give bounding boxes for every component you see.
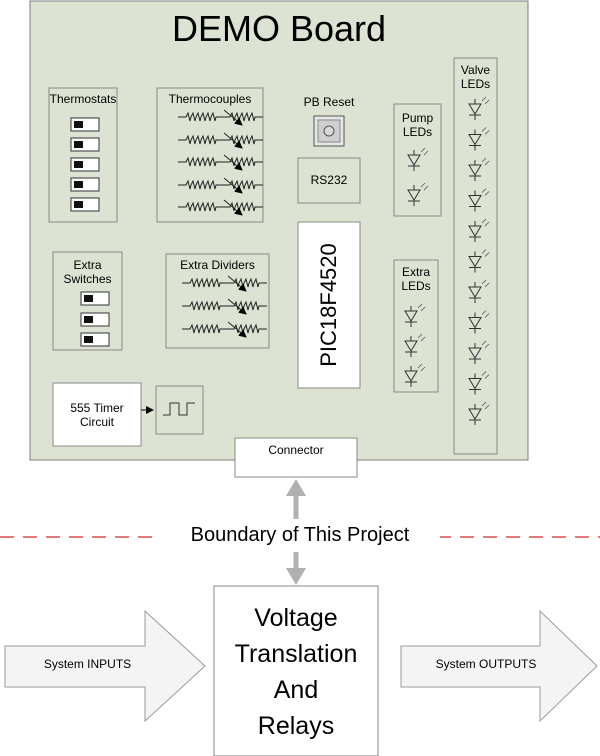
board-title: DEMO Board — [171, 8, 387, 49]
led-icon — [468, 340, 490, 364]
voltage-translation-box — [213, 585, 379, 756]
led-icon — [468, 401, 490, 425]
thermocouples-group — [156, 87, 264, 223]
thermostats-label: Thermostats — [49, 92, 117, 106]
thermostats-group — [48, 87, 118, 223]
dip-switch-icon — [70, 157, 100, 172]
system-outputs-arrow — [400, 609, 598, 723]
voltage-translation-label: Voltage Translation And Relays — [234, 604, 358, 740]
potentiometer-icon — [178, 132, 263, 149]
led-icon — [404, 333, 426, 357]
dip-switch-icon — [80, 312, 110, 327]
led-icon — [468, 218, 490, 242]
led-icon — [468, 127, 490, 151]
extra-dividers-group — [165, 253, 270, 349]
system-outputs-label: System OUTPUTS — [435, 657, 537, 671]
dip-switches — [70, 117, 110, 347]
rs232-box — [297, 157, 361, 204]
led-icon — [468, 96, 490, 120]
pump-leds-group — [393, 103, 442, 217]
led-icon — [407, 182, 429, 206]
system-inputs-arrow — [4, 609, 206, 723]
dip-switch-icon — [70, 197, 100, 212]
extra-leds-group — [393, 259, 439, 393]
led-icon — [468, 157, 490, 181]
potentiometer-icon — [178, 199, 263, 216]
rs232-label: RS232 — [310, 173, 348, 187]
thermocouples-label: Thermocouples — [168, 92, 252, 106]
led-icon — [404, 363, 426, 387]
timer-555-box — [52, 382, 142, 447]
led-icon — [468, 371, 490, 395]
led-icon — [407, 147, 429, 171]
timer-output-box — [155, 385, 204, 435]
system-inputs-label: System INPUTS — [43, 657, 132, 671]
resistor-symbols — [178, 109, 267, 338]
dip-switch-icon — [80, 332, 110, 347]
link-double-arrow — [286, 479, 306, 585]
boundary-label: Boundary of This Project — [160, 524, 440, 547]
potentiometer-icon — [182, 275, 267, 292]
pushbutton-icon — [313, 115, 345, 147]
dip-switch-icon — [70, 117, 100, 132]
pb-reset-label: PB Reset — [303, 95, 355, 109]
square-wave-icon — [163, 402, 195, 416]
connector-label: Connector — [268, 443, 324, 457]
led-icon — [468, 188, 490, 212]
valve-leds-group — [453, 57, 498, 455]
potentiometer-icon — [178, 109, 263, 126]
pic18f4520-chip — [297, 221, 361, 389]
led-icon — [468, 310, 490, 334]
extra-switches-group — [52, 251, 123, 351]
led-symbols — [404, 96, 490, 425]
potentiometer-icon — [182, 321, 267, 338]
extra-dividers-label: Extra Dividers — [180, 258, 255, 272]
led-icon — [468, 249, 490, 273]
potentiometer-icon — [182, 298, 267, 315]
connector-box — [234, 437, 358, 478]
potentiometer-icon — [178, 177, 263, 194]
led-icon — [404, 303, 426, 327]
dip-switch-icon — [80, 291, 110, 306]
dip-switch-icon — [70, 177, 100, 192]
dip-switch-icon — [70, 137, 100, 152]
potentiometer-icon — [178, 154, 263, 171]
pic18f4520-label: PIC18F4520 — [316, 243, 341, 367]
led-icon — [468, 279, 490, 303]
